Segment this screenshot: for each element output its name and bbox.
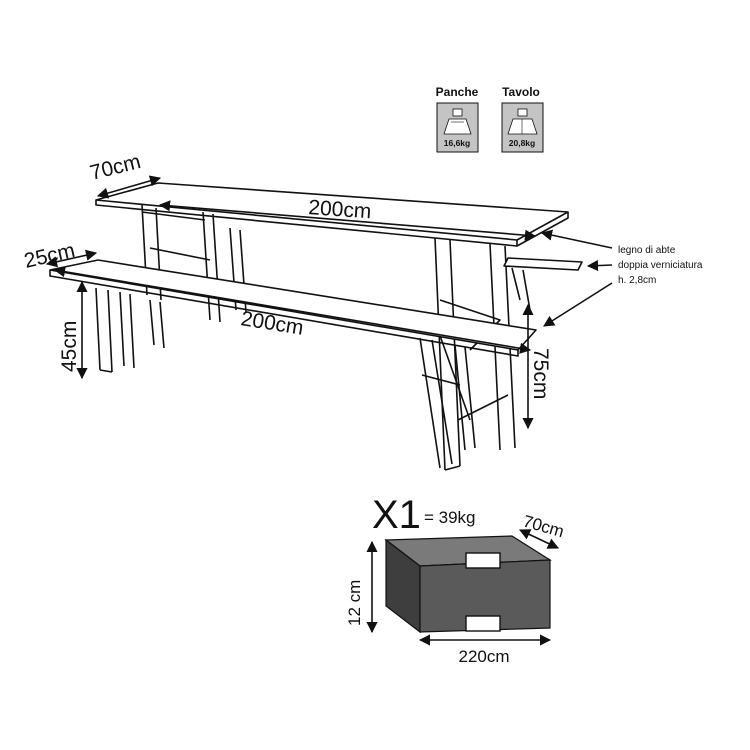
package-length-label: 220cm: [458, 647, 509, 666]
package-quantity: X1: [372, 493, 421, 537]
package-depth-label: 70cm: [521, 512, 566, 542]
table-weight-label: Tavolo: [502, 85, 540, 99]
package-dimension-lines: [366, 529, 560, 646]
table-weight-value: 20,8kg: [509, 138, 535, 148]
box-handle-bottom: [465, 615, 501, 632]
bench-height-label: 45cm: [58, 321, 81, 372]
package-info: X1 = 39kg 70cm 12 cm 220cm: [345, 493, 566, 666]
table-depth-label: 70cm: [88, 150, 143, 185]
weight-icons: Panche Tavolo 16,6kg 20,8kg: [436, 85, 544, 153]
rear-bench-seat: [503, 257, 583, 271]
material-note-line1: legno di abte: [618, 245, 676, 256]
package-weight: = 39kg: [424, 508, 476, 527]
table-weight-icon: 20,8kg: [501, 102, 544, 153]
bench-weight-icon: 16,6kg: [436, 102, 479, 153]
table-and-benches-drawing: [49, 182, 583, 471]
dimension-lines: [45, 175, 613, 430]
package-box: [384, 535, 552, 634]
material-note: legno di abte doppia verniciatura h. 2,8…: [618, 245, 703, 286]
benches-weight-label: Panche: [436, 85, 479, 99]
box-handle-top: [465, 552, 501, 569]
table-length-label: 200cm: [308, 196, 372, 223]
bench-weight-value: 16,6kg: [444, 138, 470, 148]
material-note-line2: doppia verniciatura: [618, 260, 703, 271]
table-height-label: 75cm: [529, 348, 552, 399]
material-note-line3: h. 2,8cm: [618, 275, 656, 286]
package-height-label: 12 cm: [345, 580, 364, 626]
